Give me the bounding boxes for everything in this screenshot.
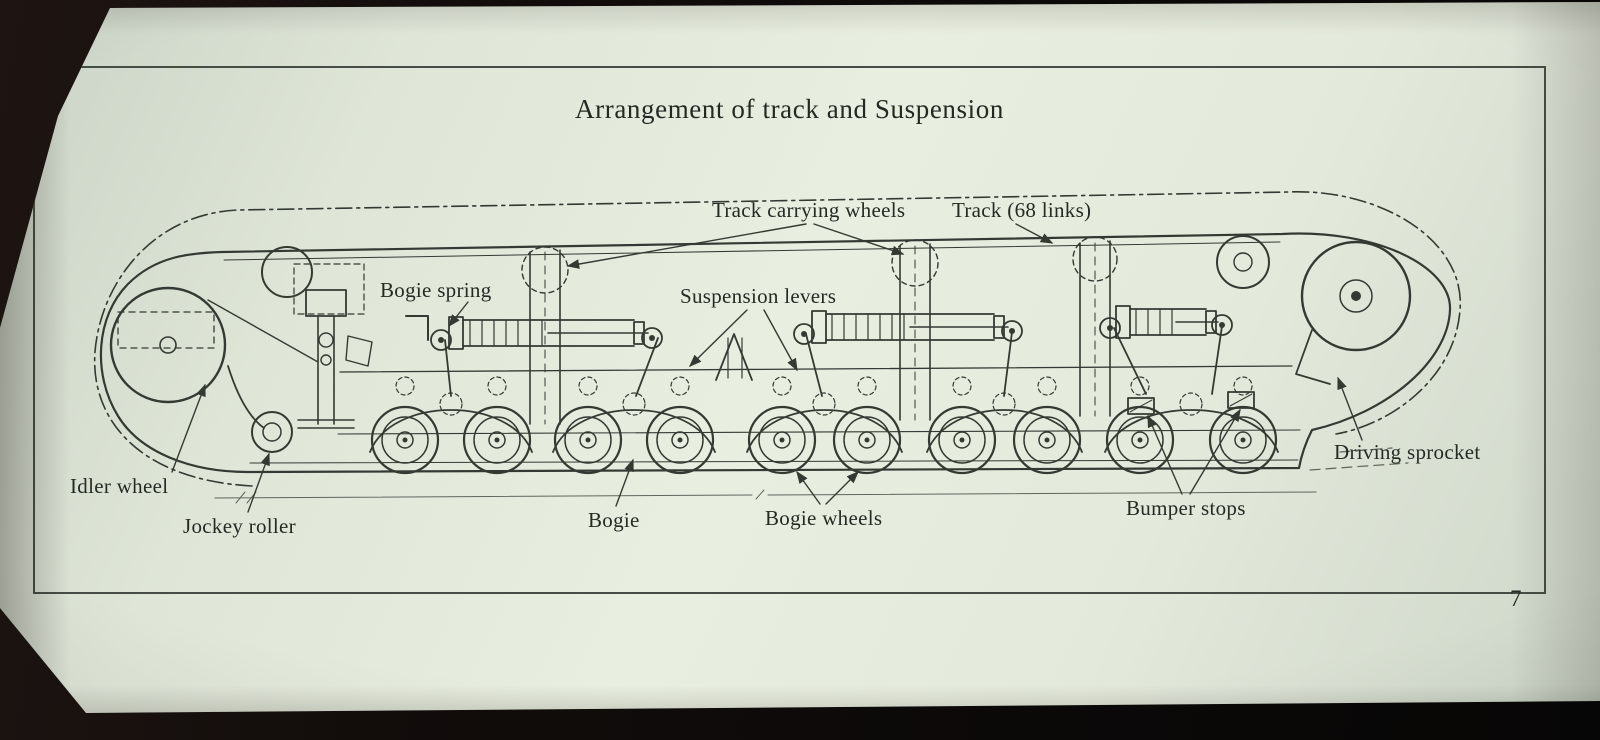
label-bumper-stops: Bumper stops xyxy=(1126,496,1246,520)
leader-lines xyxy=(171,223,1363,513)
label-bogie-wheels: Bogie wheels xyxy=(765,506,883,530)
idler-adjuster-drawing xyxy=(261,246,429,429)
label-bogie: Bogie xyxy=(588,508,640,532)
driving-sprocket-drawing xyxy=(1295,240,1412,385)
label-driving-sprocket: Driving sprocket xyxy=(1334,440,1481,464)
idler-wheel-drawing xyxy=(109,286,319,404)
label-track-links: Track (68 links) xyxy=(952,198,1092,222)
bogie-wheels-drawing xyxy=(370,405,1278,475)
diagram-frame xyxy=(33,66,1546,594)
pivot-circles-drawing xyxy=(395,376,1253,416)
label-suspension-levers: Suspension levers xyxy=(680,284,837,308)
page-number: 7 xyxy=(1510,586,1522,611)
bumper-stops-drawing xyxy=(1127,391,1255,415)
bogie-springs-drawing xyxy=(430,305,1233,351)
label-track-carrying-wheels: Track carrying wheels xyxy=(712,198,906,222)
jockey-roller-drawing xyxy=(227,365,293,453)
diagram-title: Arrangement of track and Suspension xyxy=(575,94,1004,124)
label-jockey-roller: Jockey roller xyxy=(183,514,296,538)
bogie-frames-drawing xyxy=(369,409,1279,453)
track-outline xyxy=(93,191,1461,487)
label-bogie-spring: Bogie spring xyxy=(380,278,492,302)
label-idler-wheel: Idler wheel xyxy=(70,474,169,498)
track-carrying-wheels-drawing xyxy=(521,235,1270,425)
